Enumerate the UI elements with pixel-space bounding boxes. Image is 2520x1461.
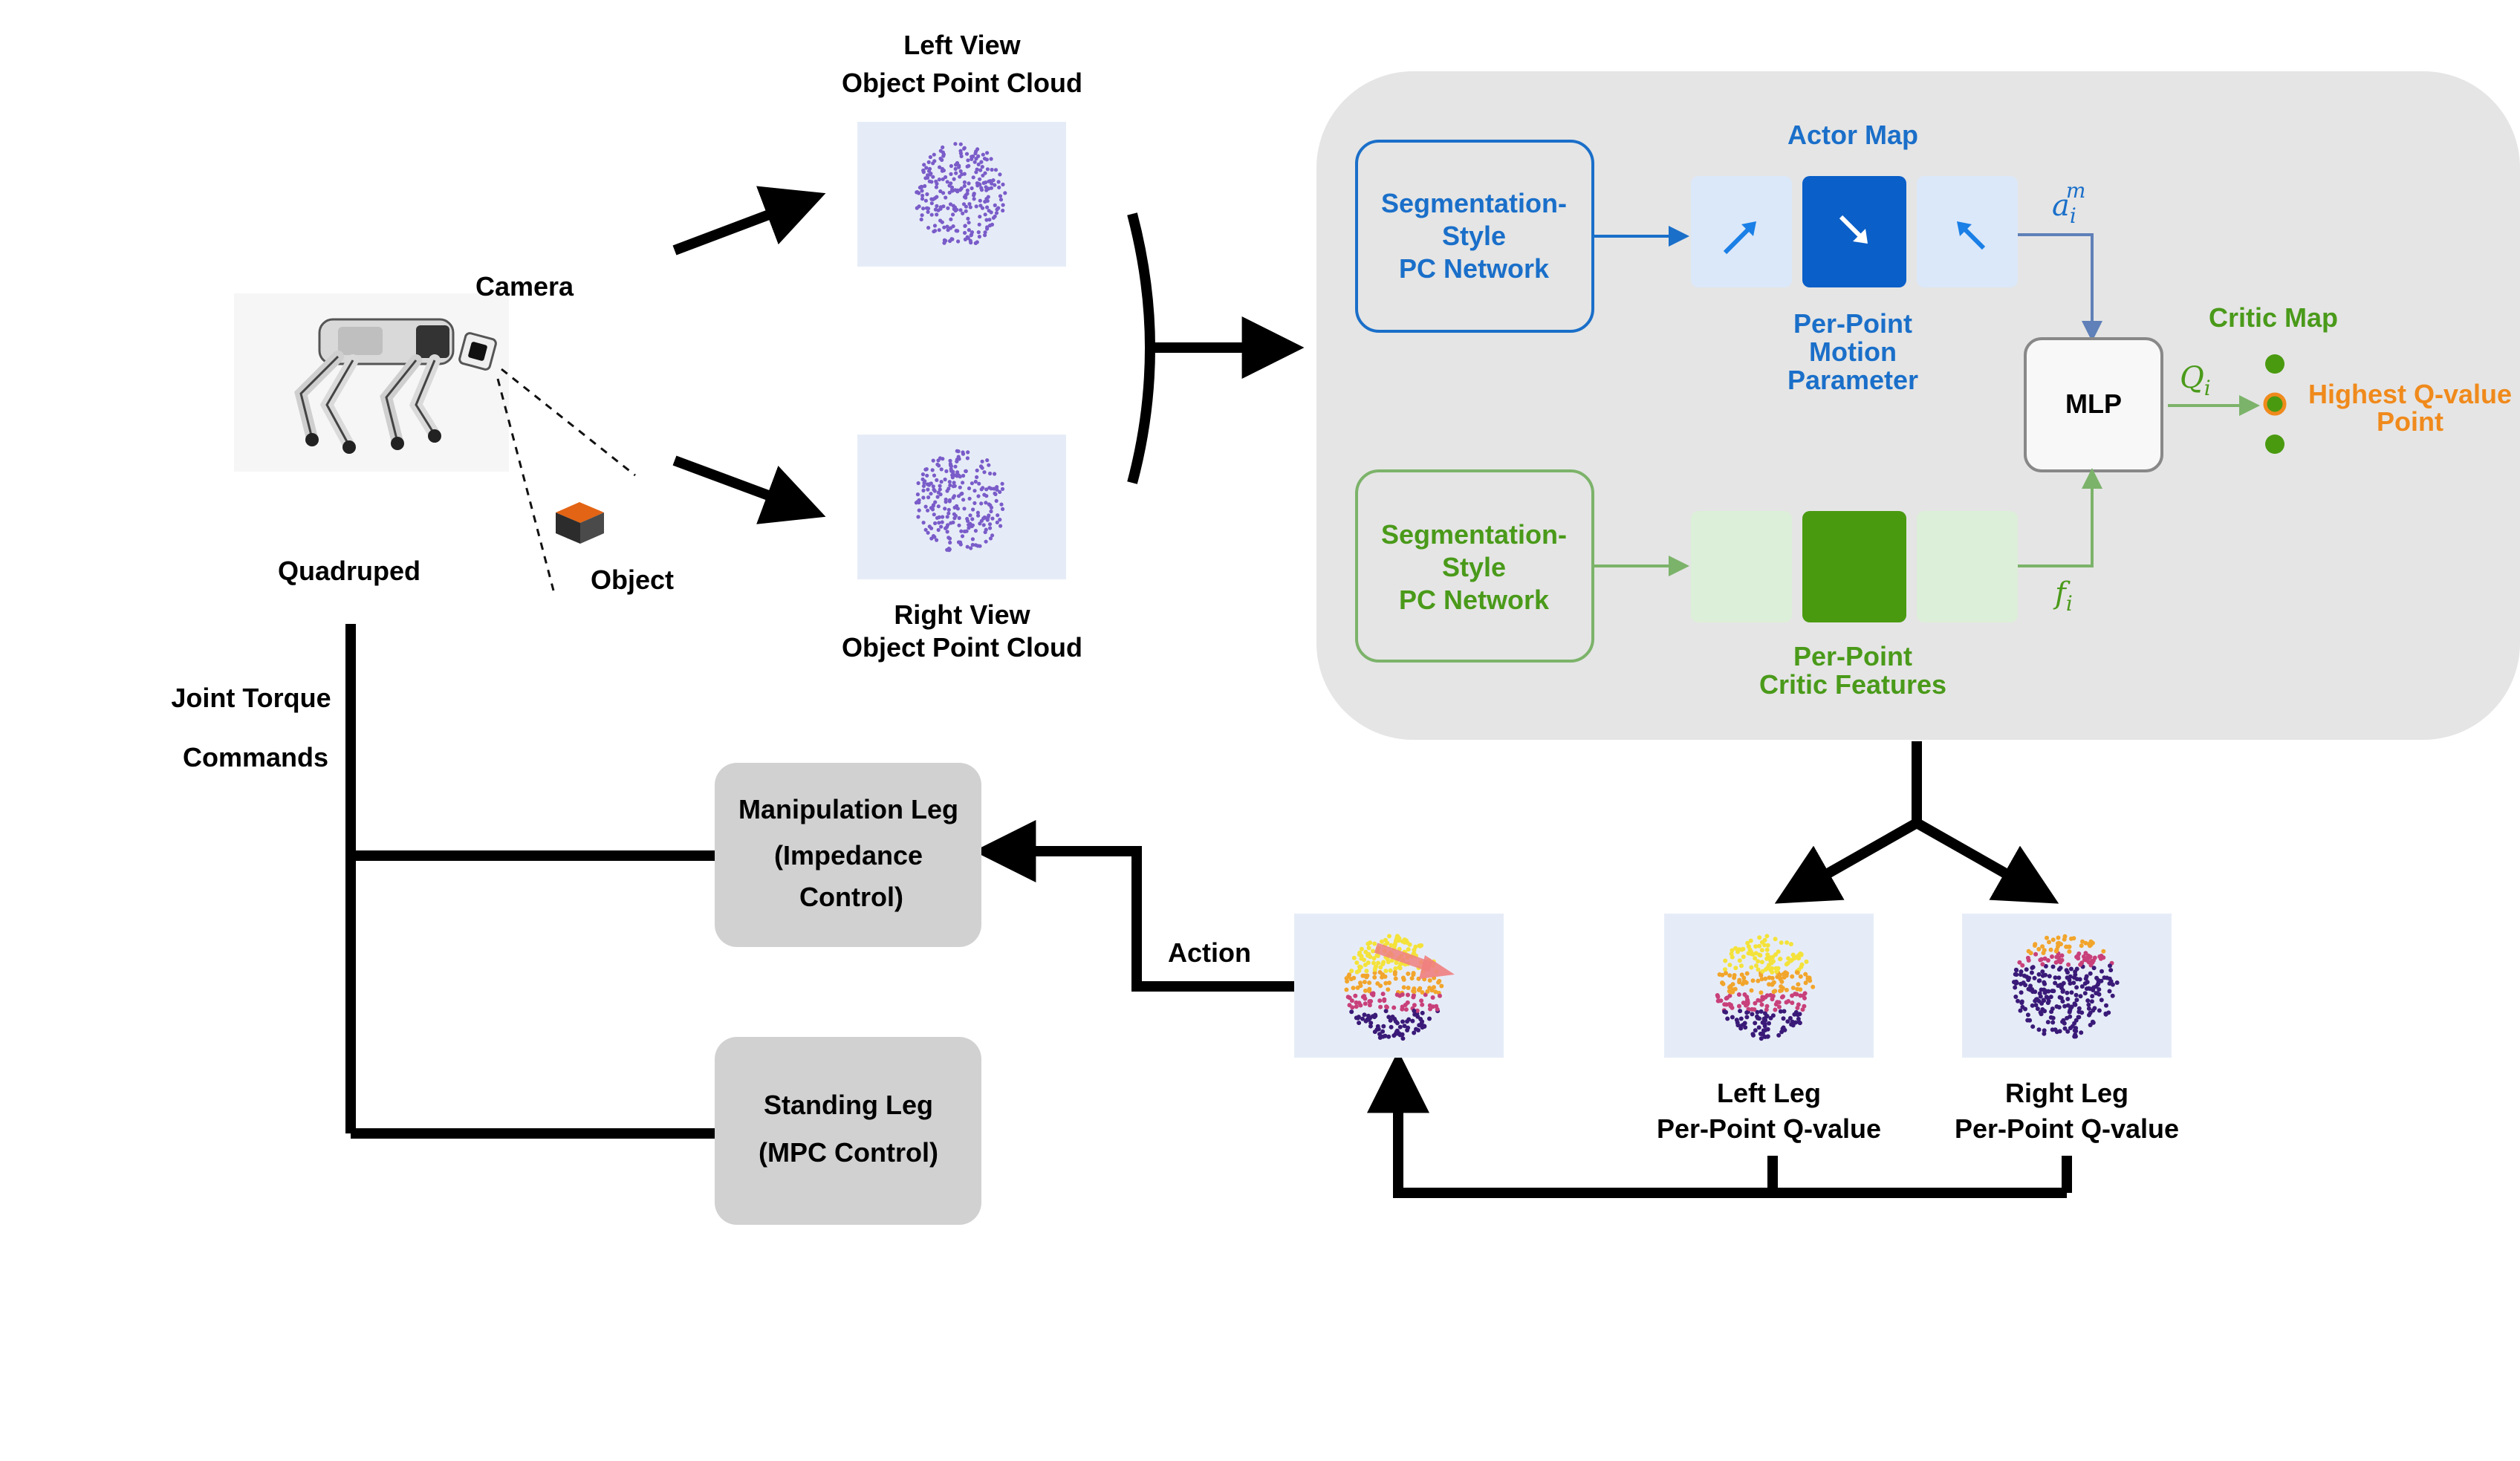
critic-to-mlp-arrow (2018, 468, 2102, 567)
motion-param-label-1: Per-Point (1793, 308, 1912, 339)
right-view-title-2: Object Point Cloud (842, 632, 1082, 663)
left-leg-q-map (1664, 914, 1874, 1058)
motion-param-label-3: Parameter (1787, 365, 1918, 395)
standing-label-1: Standing Leg (764, 1090, 933, 1120)
left-view-title-2: Object Point Cloud (842, 68, 1082, 98)
action-label: Action (1168, 937, 1251, 968)
right-leg-label-2: Per-Point Q-value (1955, 1113, 2179, 1144)
mlp-label: MLP (2065, 388, 2122, 419)
point-cloud-icon (915, 142, 1007, 245)
right-leg-q-map (1962, 914, 2172, 1058)
actor-net-label-3: PC Network (1399, 253, 1550, 284)
motion-param-label-2: Motion (1809, 336, 1897, 367)
point-cloud-icon (2012, 934, 2120, 1039)
highest-q-label-2: Point (2377, 406, 2443, 437)
camera-label: Camera (475, 271, 574, 302)
robot-dog-icon (234, 293, 509, 472)
left-view-title-1: Left View (903, 30, 1021, 60)
split-to-legs-arrows (1774, 741, 2059, 904)
critic-features-label-2: Critic Features (1759, 669, 1946, 700)
highest-q-label-1: Highest Q-value (2308, 379, 2512, 409)
action-map (1294, 914, 1504, 1058)
q-i-symbol: Qi (2180, 361, 2211, 400)
actor-to-mlp-arrow (2018, 233, 2102, 342)
a-im-symbol: aim (2052, 178, 2085, 228)
point-cloud-icon (1715, 934, 1816, 1041)
joint-torque-label-1: Joint Torque (171, 683, 331, 713)
left-leg-label-2: Per-Point Q-value (1657, 1113, 1881, 1144)
joint-torque-label-2: Commands (183, 742, 328, 772)
left-leg-label-1: Left Leg (1717, 1078, 1821, 1108)
quadruped-label: Quadruped (278, 556, 420, 586)
right-view-title-1: Right View (894, 599, 1030, 630)
camera-fov-lines (496, 368, 636, 591)
actor-map-title: Actor Map (1787, 120, 1918, 150)
object-cube-icon (556, 502, 604, 544)
manip-label-3: Control) (799, 882, 903, 912)
manipulation-leg-box (715, 763, 981, 947)
manip-label-1: Manipulation Leg (738, 794, 958, 824)
arrow-icon (1723, 221, 1756, 255)
point-cloud-icon (914, 449, 1005, 553)
critic-net-label-2: Style (1442, 552, 1506, 582)
standing-leg-box (715, 1037, 981, 1225)
right-view-point-cloud (857, 435, 1066, 579)
critic-map-title: Critic Map (2209, 302, 2338, 333)
actor-map-cells (1691, 176, 2018, 287)
arrow-to-left-view (672, 186, 826, 256)
critic-map-points (2263, 354, 2287, 454)
critic-net-label-3: PC Network (1399, 585, 1550, 615)
left-view-point-cloud (857, 122, 1066, 267)
camera-icon (458, 332, 497, 371)
actor-net-label-2: Style (1442, 221, 1506, 251)
merge-bracket (1127, 212, 1305, 484)
manip-label-2: (Impedance (774, 840, 923, 871)
critic-feature-cells (1691, 511, 2018, 622)
critic-net-label-1: Segmentation- (1381, 519, 1567, 550)
legs-to-action-arrows (1367, 1050, 2072, 1198)
action-arrow (973, 820, 1294, 992)
network-panel (1316, 71, 2520, 740)
standing-label-2: (MPC Control) (759, 1137, 938, 1168)
joint-torque-lines (345, 624, 715, 1139)
arrow-icon (1839, 215, 1868, 244)
right-leg-label-1: Right Leg (2005, 1078, 2128, 1108)
arrow-to-right-view (672, 455, 826, 524)
critic-features-label-1: Per-Point (1793, 641, 1912, 671)
arrow-icon (1374, 943, 1455, 979)
object-label: Object (591, 564, 674, 595)
actor-net-label-1: Segmentation- (1381, 188, 1567, 218)
arrow-icon (1957, 221, 1986, 250)
